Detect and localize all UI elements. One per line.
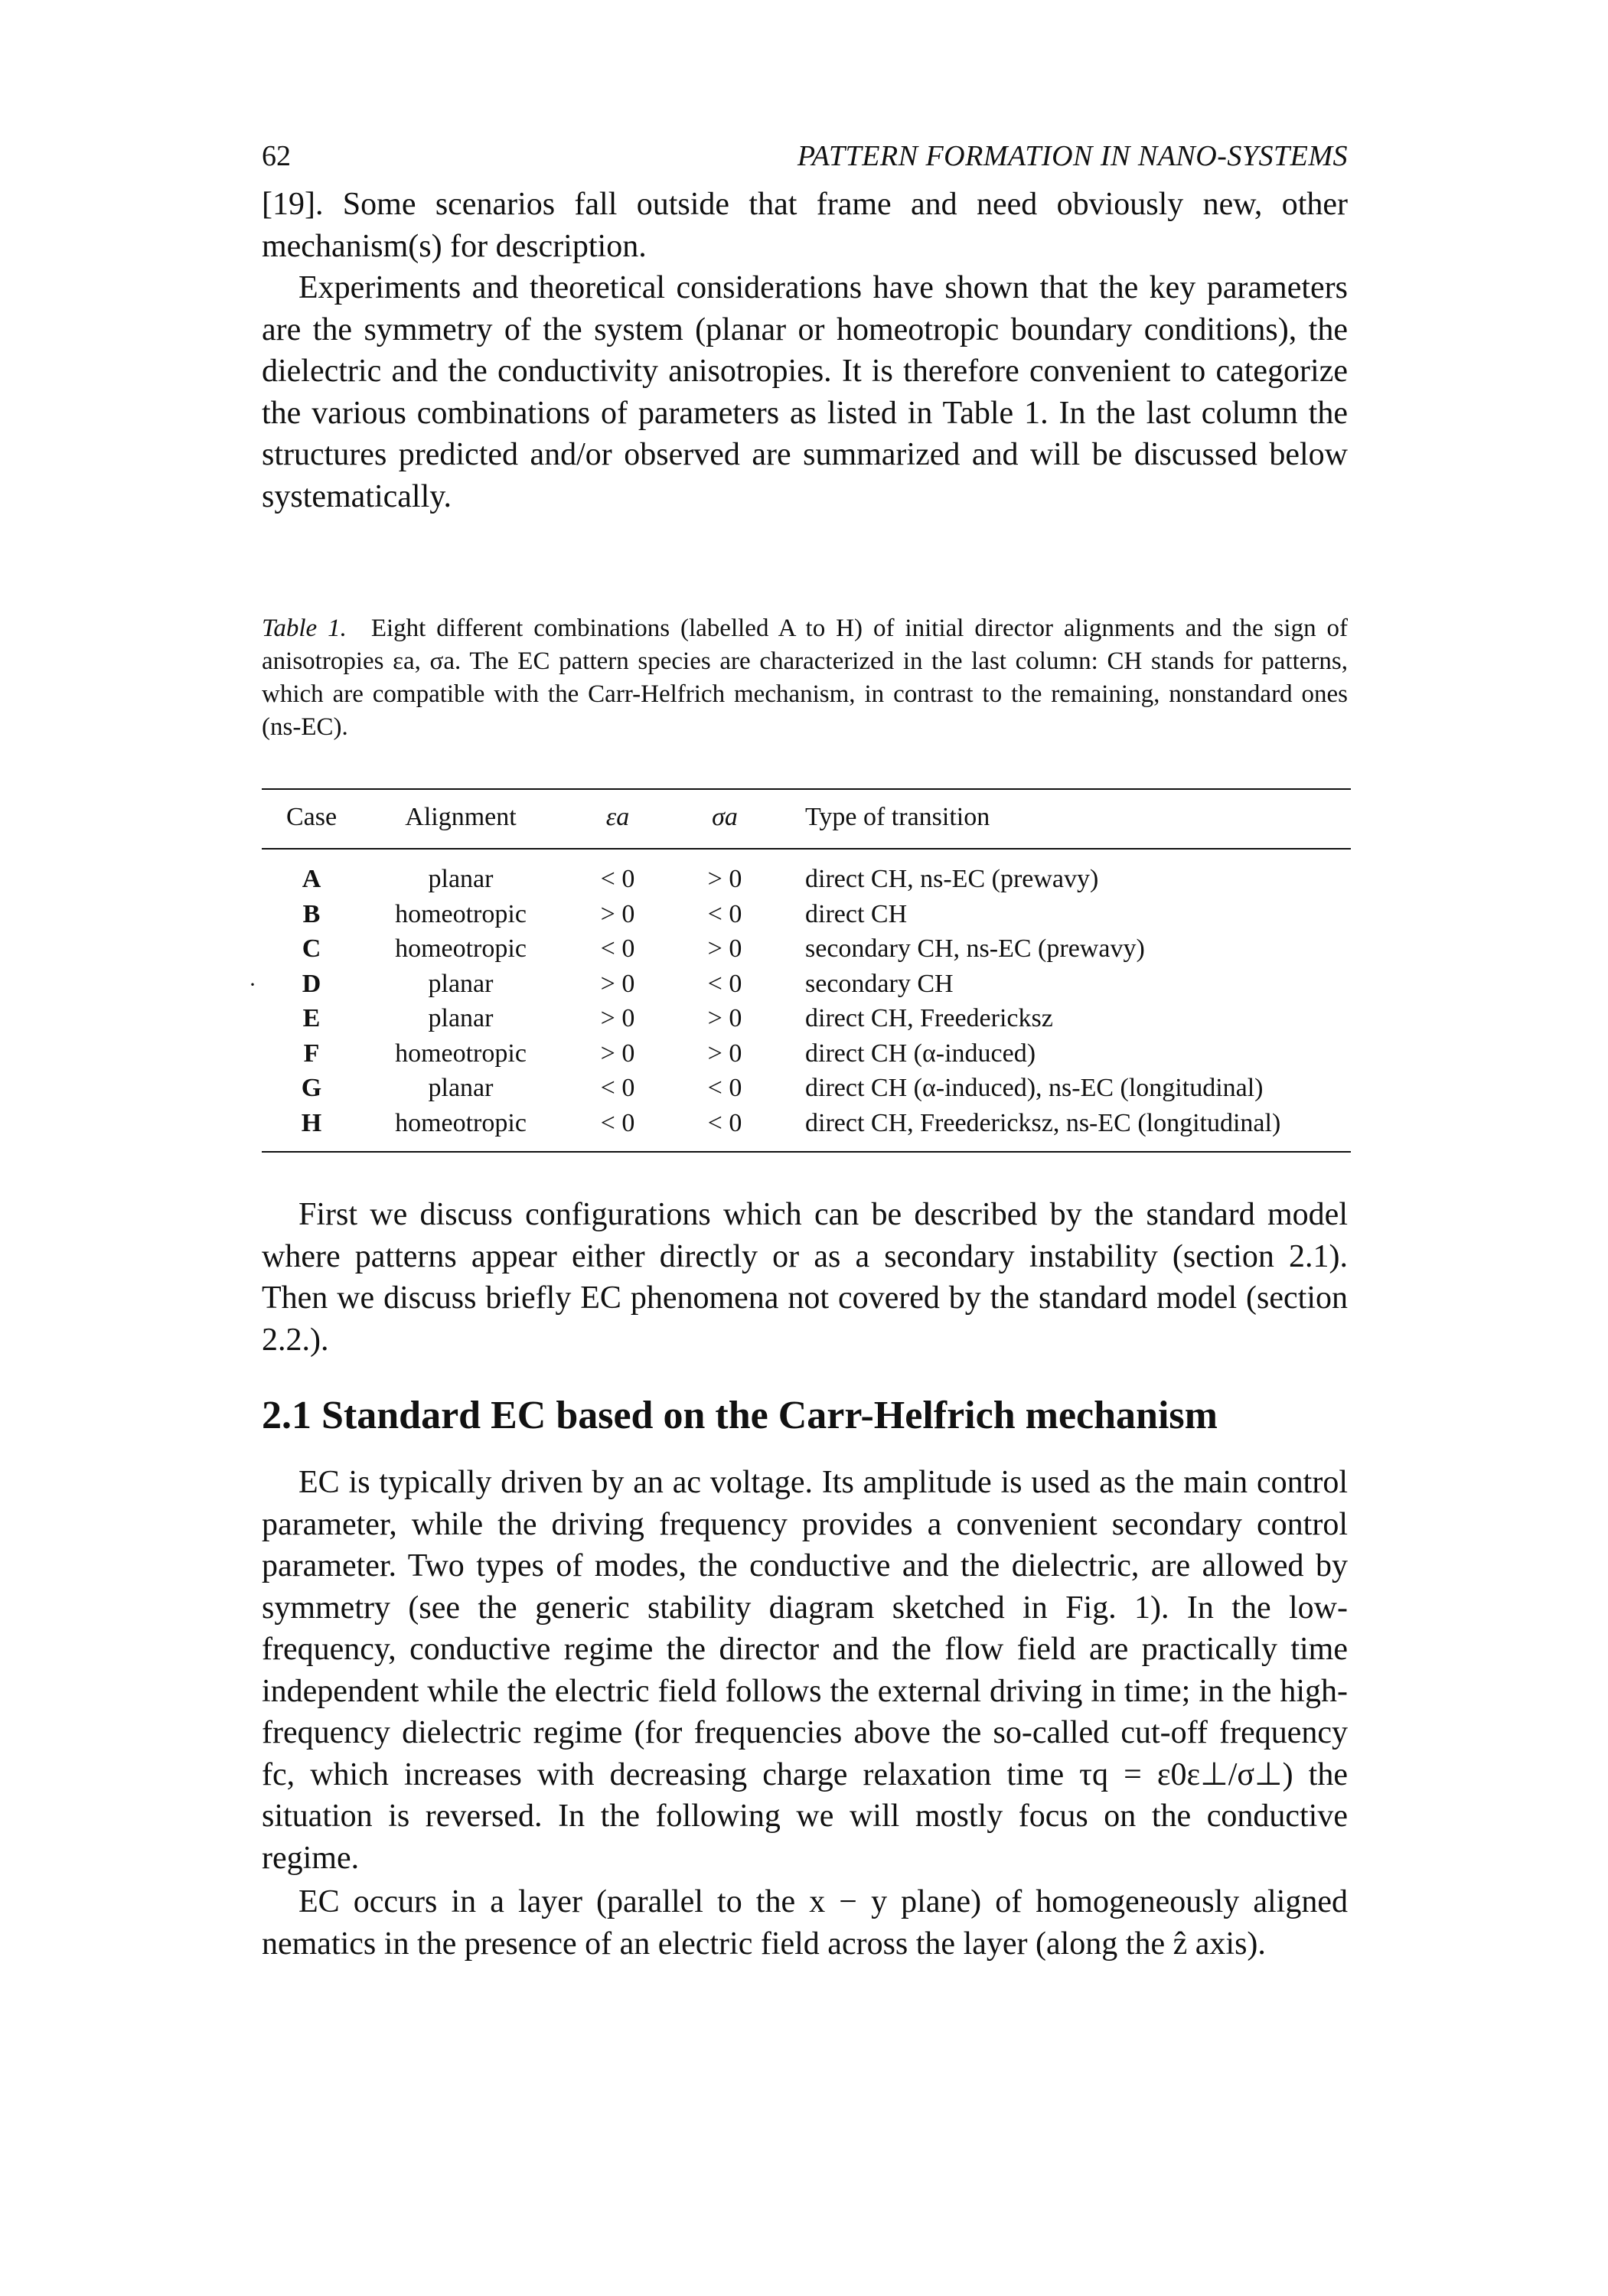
anisotropy-table: Case Alignment εa σa Type of transition … [262,788,1351,1153]
table-caption: Table 1. Eight different combinations (l… [262,612,1348,744]
table-row: G planar < 0 < 0 direct CH (α-induced), … [262,1071,1351,1106]
cell-case: H [262,1105,361,1153]
cell-sigma-a: > 0 [707,865,742,893]
cell-alignment: homeotropic [361,1105,560,1153]
cell-sigma-a: < 0 [707,899,742,928]
paragraph-ec-driving: EC is typically driven by an ac voltage.… [262,1465,1348,1876]
table-row: F homeotropic > 0 > 0 direct CH (α-induc… [262,1036,1351,1071]
cell-epsilon-a: > 0 [600,1004,635,1032]
table-row: H homeotropic < 0 < 0 direct CH, Freeder… [262,1105,1351,1153]
cell-epsilon-a: < 0 [600,1074,635,1102]
cell-alignment: planar [428,1004,494,1032]
cell-case: G [301,1074,322,1102]
cell-alignment: homeotropic [395,899,527,928]
cell-epsilon-a: < 0 [600,934,635,963]
table-row: A planar < 0 > 0 direct CH, ns-EC (prewa… [262,849,1351,897]
cell-type: secondary CH, ns-EC (prewavy) [805,934,1145,963]
cell-epsilon-a: > 0 [600,1039,635,1068]
cell-alignment: planar [428,969,494,998]
paragraph-continuation: [19]. Some scenarios fall outside that f… [262,187,1348,264]
table-row: E planar > 0 > 0 direct CH, Freedericksz [262,1001,1351,1036]
cell-alignment: planar [428,1074,494,1102]
cell-sigma-a: > 0 [707,1039,742,1068]
header-alignment: Alignment [361,788,560,850]
cell-type: direct CH [805,899,908,928]
cell-alignment: homeotropic [395,1039,527,1068]
cell-type: direct CH, Freedericksz [805,1004,1053,1032]
section-heading: 2.1 Standard EC based on the Carr-Helfri… [262,1394,1218,1437]
table-caption-text: Eight different combinations (labelled A… [262,615,1349,741]
cell-alignment: homeotropic [395,934,527,963]
cell-type: direct CH, ns-EC (prewavy) [805,865,1099,893]
table-row: D planar > 0 < 0 secondary CH [262,967,1351,1002]
table-row: C homeotropic < 0 > 0 secondary CH, ns-E… [262,931,1351,967]
cell-case: A [302,865,321,893]
header-case: Case [262,788,361,850]
cell-type: direct CH (α-induced) [805,1039,1036,1068]
cell-epsilon-a: < 0 [560,1105,675,1153]
cell-case: F [303,1039,320,1068]
header-sigma-a: σa [675,788,775,850]
cell-case: E [302,1004,321,1032]
paragraph-key-parameters: Experiments and theoretical consideratio… [262,270,1348,514]
table-header-row: Case Alignment εa σa Type of transition [262,788,1351,850]
running-title: PATTERN FORMATION IN NANO-SYSTEMS [797,140,1348,172]
header-type: Type of transition [775,788,1351,850]
cell-type: secondary CH [805,969,954,998]
paragraph-ec-layer: EC occurs in a layer (parallel to the x … [262,1884,1348,1962]
cell-epsilon-a: > 0 [600,969,635,998]
cell-sigma-a: < 0 [707,969,742,998]
cell-case: C [302,934,321,963]
cell-epsilon-a: > 0 [600,899,635,928]
cell-case: D [302,969,321,998]
table-caption-label: Table 1. [262,615,347,642]
cell-alignment: planar [428,865,494,893]
cell-type: direct CH (α-induced), ns-EC (longitudin… [805,1074,1264,1102]
cell-sigma-a: < 0 [675,1105,775,1153]
table-row: B homeotropic > 0 < 0 direct CH [262,897,1351,932]
cell-type: direct CH, Freedericksz, ns-EC (longitud… [775,1105,1351,1153]
page-number: 62 [262,140,291,172]
paragraph-standard-model: First we discuss configurations which ca… [262,1197,1348,1358]
cell-sigma-a: < 0 [707,1074,742,1102]
cell-case: B [302,899,321,928]
margin-dot: · [249,972,256,997]
header-epsilon-a: εa [560,788,675,850]
cell-epsilon-a: < 0 [600,865,635,893]
page-header: 62 PATTERN FORMATION IN NANO-SYSTEMS [262,142,1348,171]
cell-sigma-a: > 0 [707,934,742,963]
cell-sigma-a: > 0 [707,1004,742,1032]
